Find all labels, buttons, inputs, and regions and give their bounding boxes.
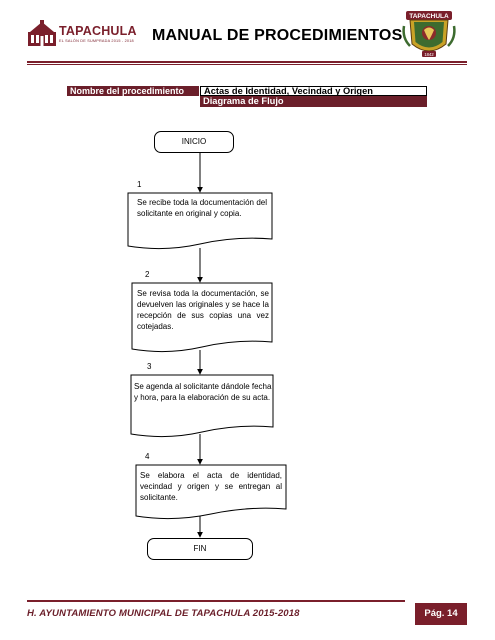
start-terminal: INICIO (154, 131, 234, 153)
seal-year: 1842 (424, 52, 434, 57)
brand-name: TAPACHULA (59, 24, 137, 38)
procedure-name-value: Actas de Identidad, Vecindad y Origen (200, 86, 427, 96)
process-step-2-shape (131, 282, 273, 353)
procedure-name-label: Nombre del procedimiento (67, 86, 199, 96)
city-seal-icon: TAPACHULA 1842 (402, 11, 456, 57)
step-3-text: Se agenda al solicitante dándole fecha y… (134, 382, 272, 402)
diagram-label: Diagrama de Flujo (200, 96, 427, 107)
step-number-4: 4 (145, 452, 150, 461)
process-step-1-shape (127, 192, 273, 250)
step-number-2: 2 (145, 270, 150, 279)
step-number-1: 1 (137, 180, 142, 189)
municipal-building-icon (28, 20, 56, 46)
process-step-4-shape (135, 464, 287, 520)
process-step-3-shape (130, 374, 274, 438)
step-1-text: Se recibe toda la documentación del soli… (137, 198, 267, 218)
step-2-text: Se revisa toda la documentación, se devu… (137, 289, 269, 331)
procedure-header-table: Nombre del procedimiento Actas de Identi… (67, 86, 427, 107)
header-divider (27, 61, 467, 63)
page-title: MANUAL DE PROCEDIMIENTOS (152, 27, 403, 44)
footer-text: H. AYUNTAMIENTO MUNICIPAL DE TAPACHULA 2… (27, 608, 300, 619)
step-4-text: Se elabora el acta de identidad, vecinda… (140, 471, 282, 502)
footer-divider (27, 600, 405, 602)
brand-tagline: EL SALÓN DE SUMPRADA 2015 - 2018 (59, 39, 134, 43)
header-divider-thin (27, 64, 467, 65)
page-number-badge: Pág. 14 (415, 603, 467, 625)
step-number-3: 3 (147, 362, 152, 371)
municipal-logo: TAPACHULA EL SALÓN DE SUMPRADA 2015 - 20… (27, 18, 145, 52)
seal-caption: TAPACHULA (409, 13, 449, 20)
end-terminal: FIN (147, 538, 253, 560)
